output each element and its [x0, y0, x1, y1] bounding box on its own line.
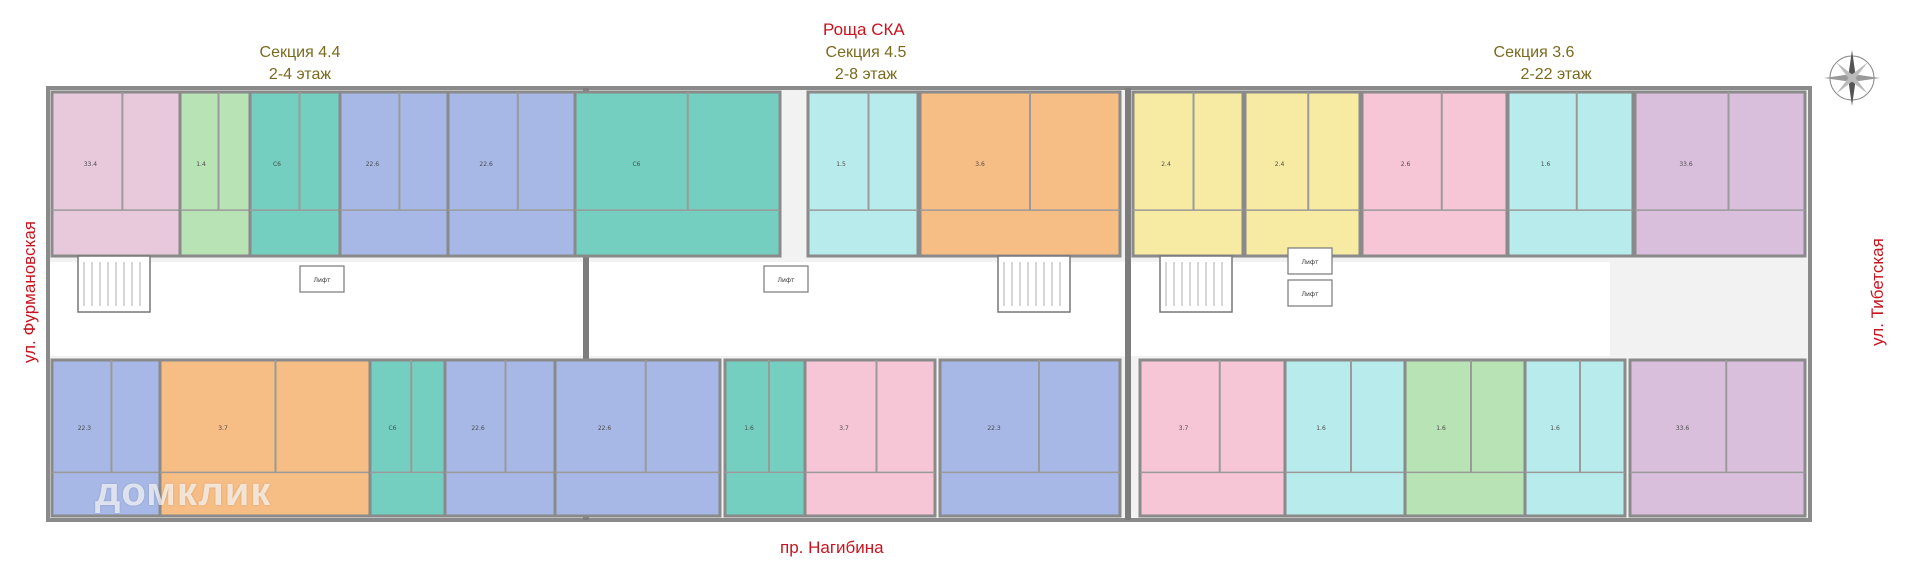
section-title-3: Секция 3.6 — [1493, 44, 1575, 61]
bottom-apartment-label: 22.3 — [78, 425, 92, 432]
top-apartment: 1.5 — [806, 90, 920, 258]
street-label-north: Роща СКА — [823, 20, 905, 39]
top-apartment: 33.4 — [50, 90, 182, 258]
top-apartment-label: C6 — [632, 161, 640, 168]
top-apartment-label: 2.4 — [1161, 161, 1171, 168]
stair-core-2 — [997, 255, 1071, 313]
bottom-apartment-label: 3.7 — [839, 425, 849, 432]
top-apartment-label: 2.4 — [1275, 161, 1285, 168]
svg-text:Лифт: Лифт — [1301, 259, 1319, 266]
bottom-apartment-label: 22.6 — [598, 425, 612, 432]
watermark: домклик — [95, 470, 272, 514]
top-apartment-label: 1.4 — [196, 161, 206, 168]
bottom-apartment-label: 33.6 — [1676, 425, 1690, 432]
bottom-apartment: 3.7 — [803, 358, 937, 518]
street-label-south: пр. Нагибина — [780, 538, 884, 557]
top-apartment: 2.6 — [1360, 90, 1509, 258]
bottom-apartment-label: 22.3 — [987, 425, 1001, 432]
section-wall-2 — [1125, 88, 1131, 520]
bottom-apartment-label: 3.7 — [1179, 425, 1189, 432]
bottom-apartment-label: 3.7 — [218, 425, 228, 432]
top-apartment-label: 2.6 — [1401, 161, 1411, 168]
top-apartment-label: C6 — [273, 161, 281, 168]
bottom-apartment: 22.3 — [50, 358, 162, 518]
section-title-1: Секция 4.4 — [259, 44, 341, 61]
top-apartment: 1.6 — [1506, 90, 1635, 258]
top-apartment: 2.4 — [1243, 90, 1362, 258]
bottom-apartment-label: 1.6 — [744, 425, 754, 432]
bottom-apartment: 3.7 — [158, 358, 372, 518]
bottom-apartment: 33.6 — [1628, 358, 1807, 518]
top-apartment-label: 1.5 — [836, 161, 846, 168]
section-floors-2: 2-8 этаж — [834, 66, 898, 83]
bottom-apartment: 22.3 — [938, 358, 1122, 518]
section-wall-1 — [583, 88, 589, 520]
bottom-apartment-label: 1.6 — [1436, 425, 1446, 432]
top-apartment-label: 22.6 — [366, 161, 380, 168]
top-apartment: 2.4 — [1131, 90, 1245, 258]
bottom-apartment: 22.6 — [553, 358, 722, 518]
bottom-apartment: 22.6 — [443, 358, 557, 518]
lift-2: Лифт — [763, 265, 809, 293]
top-apartment-label: 1.6 — [1541, 161, 1551, 168]
stair-core-1 — [77, 255, 151, 313]
top-apartment-label: 22.6 — [479, 161, 493, 168]
lift-3: Лифт — [1287, 247, 1333, 275]
bottom-apartment: 3.7 — [1138, 358, 1287, 518]
bottom-apartment-label: C6 — [388, 425, 396, 432]
top-apartment-label: 33.6 — [1679, 161, 1693, 168]
bottom-apartment: 1.6 — [1283, 358, 1407, 518]
top-apartment: 3.6 — [918, 90, 1122, 258]
section-floors-1: 2-4 этаж — [268, 66, 332, 83]
svg-text:Лифт: Лифт — [777, 277, 795, 284]
section-title-2: Секция 4.5 — [825, 44, 907, 61]
bottom-apartment: 1.6 — [1523, 358, 1627, 518]
bottom-apartment-row: 22.3 3.7 C6 22.6 22.6 1.6 3.7 22.3 3.7 1.6 1.6 1.6 3… — [50, 358, 1807, 518]
lift-1: Лифт — [299, 265, 345, 293]
stair-core-3 — [1159, 255, 1233, 313]
svg-text:Лифт: Лифт — [1301, 291, 1319, 298]
bottom-apartment-label: 1.6 — [1316, 425, 1326, 432]
lift-4: Лифт — [1287, 279, 1333, 307]
top-apartment: C6 — [248, 90, 342, 258]
bottom-apartment: C6 — [368, 358, 447, 518]
compass-rose-icon — [1824, 50, 1880, 106]
top-apartment: 22.6 — [338, 90, 450, 258]
top-apartment-label: 3.6 — [975, 161, 985, 168]
bottom-apartment-label: 22.6 — [471, 425, 485, 432]
bottom-apartment-label: 1.6 — [1550, 425, 1560, 432]
bottom-apartment: 1.6 — [1403, 358, 1527, 518]
top-apartment: 22.6 — [446, 90, 577, 258]
top-apartment: 1.4 — [178, 90, 252, 258]
top-apartment: 33.6 — [1633, 90, 1807, 258]
svg-text:Лифт: Лифт — [313, 277, 331, 284]
top-apartment: C6 — [573, 90, 782, 258]
top-apartment-row: 33.4 1.4 C6 22.6 22.6 C6 1.5 3.6 2.4 2.4 2.6 1.6 33.… — [50, 90, 1807, 258]
bottom-apartment: 1.6 — [723, 358, 807, 518]
section-floors-3: 2-22 этаж — [1520, 66, 1592, 83]
top-apartment-label: 33.4 — [84, 161, 98, 168]
corridor — [50, 262, 1610, 356]
